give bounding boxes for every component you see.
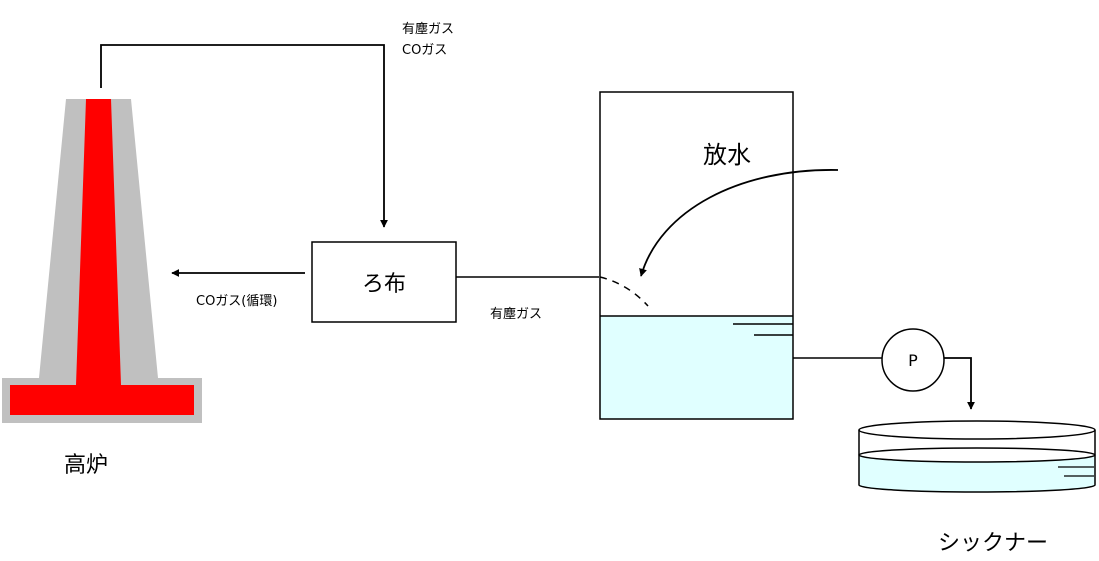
spray-dashed-curve bbox=[599, 276, 649, 307]
pump-circle bbox=[881, 328, 945, 392]
dusty-gas-label: 有塵ガス bbox=[490, 307, 542, 322]
top-gas-pipe bbox=[100, 44, 388, 228]
pump-label: P bbox=[908, 351, 918, 370]
pump-outlet-pipe bbox=[944, 357, 975, 410]
scrubber-tank bbox=[599, 91, 794, 420]
furnace-core bbox=[10, 99, 194, 415]
thickener-label: シックナー bbox=[938, 531, 1048, 556]
thickener-bottom bbox=[858, 484, 1096, 493]
thickener-water-surface bbox=[858, 447, 1096, 463]
tank-outline bbox=[599, 91, 794, 420]
blast-furnace bbox=[2, 99, 202, 423]
filter-cloth-box bbox=[311, 241, 457, 323]
thickener-water bbox=[859, 455, 1095, 492]
top-gas-label-line1: 有塵ガス bbox=[402, 22, 454, 37]
thickener bbox=[858, 420, 1096, 493]
tank-water bbox=[600, 316, 793, 419]
discharge-label: 放水 bbox=[703, 141, 751, 169]
top-gas-label-line2: COガス bbox=[402, 43, 447, 58]
discharge-arrow bbox=[639, 169, 839, 277]
filter-label: ろ布 bbox=[362, 272, 406, 297]
thickener-rim-top bbox=[858, 420, 1096, 440]
furnace-label: 高炉 bbox=[64, 453, 108, 478]
co-return-label: COガス(循環) bbox=[196, 294, 277, 309]
